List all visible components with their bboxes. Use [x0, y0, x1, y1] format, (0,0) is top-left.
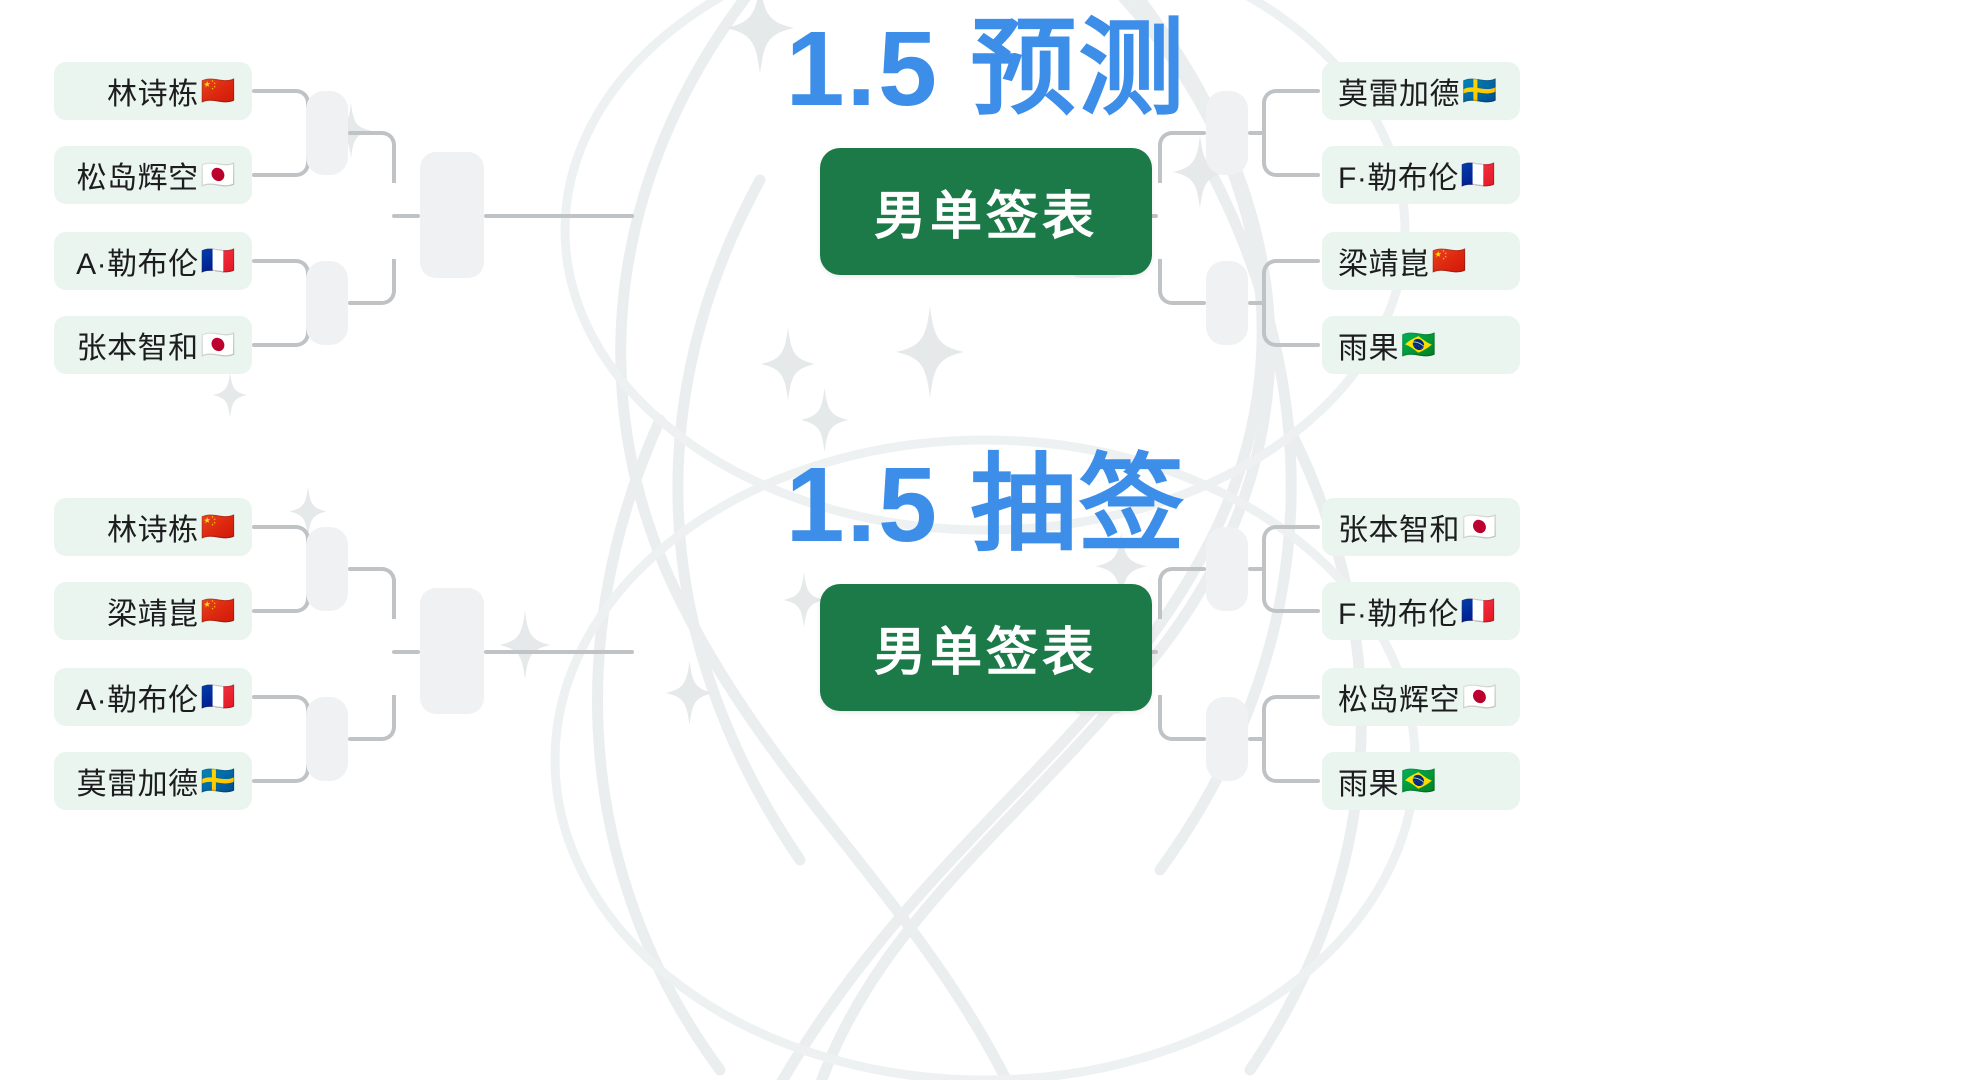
connector-line [252, 343, 286, 347]
bracket-badge-wrap: 男单签表 [0, 148, 1972, 275]
player-pill[interactable]: 雨果 🇧🇷 [1322, 316, 1520, 374]
connector-line [348, 131, 372, 135]
player-pill[interactable]: 梁靖崑 🇨🇳 [54, 582, 252, 640]
player-name: 林诗栋 [107, 78, 199, 111]
player-pill[interactable]: 林诗栋 🇨🇳 [54, 498, 252, 556]
player-name: 雨果 [1338, 332, 1399, 365]
connector-line [1248, 301, 1266, 305]
player-name: 张本智和 [76, 332, 199, 365]
player-name: 梁靖崑 [107, 598, 199, 631]
connector-line [1182, 131, 1206, 135]
france-flag-icon: 🇫🇷 [200, 245, 236, 276]
player-pill[interactable]: 莫雷加德 🇸🇪 [54, 752, 252, 810]
player-name: A·勒布伦 [76, 684, 199, 717]
qf-winner-slot[interactable] [306, 527, 348, 611]
connector-line [1286, 779, 1320, 783]
connector-line [252, 259, 286, 263]
player-pill[interactable]: 张本智和 🇯🇵 [54, 316, 252, 374]
connector-line [348, 301, 372, 305]
connector-line [1248, 567, 1266, 571]
china-flag-icon: 🇨🇳 [200, 511, 236, 542]
connector-line [484, 214, 634, 218]
connector-line [252, 525, 286, 529]
china-flag-icon: 🇨🇳 [200, 595, 236, 626]
player-name: 松岛辉空 [76, 162, 199, 195]
player-pill[interactable]: A·勒布伦 🇫🇷 [54, 668, 252, 726]
player-pill[interactable]: 松岛辉空 🇯🇵 [54, 146, 252, 204]
japan-flag-icon: 🇯🇵 [1462, 511, 1498, 542]
connector-line [252, 89, 286, 93]
connector-line [348, 737, 372, 741]
connector-elbow [370, 131, 396, 183]
connector-line [1182, 567, 1206, 571]
bracket-draw: 林诗栋 🇨🇳 梁靖崑 🇨🇳 A·勒布伦 🇫🇷 莫雷加德 🇸🇪 [0, 452, 1972, 1080]
sweden-flag-icon: 🇸🇪 [200, 765, 236, 796]
player-name: 莫雷加德 [76, 768, 199, 801]
sweden-flag-icon: 🇸🇪 [1462, 75, 1498, 106]
player-name: 雨果 [1338, 768, 1399, 801]
brazil-flag-icon: 🇧🇷 [1401, 765, 1437, 796]
player-name: A·勒布伦 [76, 248, 199, 281]
connector-line [1182, 737, 1206, 741]
brazil-flag-icon: 🇧🇷 [1401, 329, 1437, 360]
bracket-title: 1.5 预测 [785, 10, 1187, 128]
france-flag-icon: 🇫🇷 [200, 681, 236, 712]
event-badge[interactable]: 男单签表 [819, 148, 1152, 275]
japan-flag-icon: 🇯🇵 [1462, 681, 1498, 712]
sf-winner-slot[interactable] [420, 588, 484, 714]
connector-line [1248, 131, 1266, 135]
connector-line [392, 650, 420, 654]
china-flag-icon: 🇨🇳 [1431, 245, 1467, 276]
bracket-header: 1.5 抽签 [0, 452, 1972, 558]
france-flag-icon: 🇫🇷 [1460, 159, 1497, 190]
connector-line [252, 173, 286, 177]
japan-flag-icon: 🇯🇵 [200, 159, 236, 190]
bracket-title: 1.5 抽签 [785, 446, 1187, 564]
connector-line [1248, 737, 1266, 741]
qf-winner-slot[interactable] [306, 261, 348, 345]
france-flag-icon: 🇫🇷 [1460, 595, 1497, 626]
bracket-badge-wrap: 男单签表 [0, 584, 1972, 711]
player-pill[interactable]: 林诗栋 🇨🇳 [54, 62, 252, 120]
connector-line [348, 567, 372, 571]
connector-line [252, 609, 286, 613]
connector-elbow [370, 695, 396, 741]
connector-elbow [370, 567, 396, 619]
connector-line [1286, 343, 1320, 347]
connector-elbow [1262, 301, 1288, 347]
connector-elbow [370, 259, 396, 305]
connector-line [1182, 301, 1206, 305]
qf-winner-slot[interactable] [306, 697, 348, 781]
bracket-header: 1.5 预测 [0, 16, 1972, 122]
player-name: 林诗栋 [107, 514, 199, 547]
connector-line [392, 214, 420, 218]
event-badge[interactable]: 男单签表 [819, 584, 1152, 711]
japan-flag-icon: 🇯🇵 [200, 329, 236, 360]
player-pill[interactable]: 雨果 🇧🇷 [1322, 752, 1520, 810]
sf-winner-slot[interactable] [420, 152, 484, 278]
connector-elbow [1262, 737, 1288, 783]
player-pill[interactable]: A·勒布伦 🇫🇷 [54, 232, 252, 290]
china-flag-icon: 🇨🇳 [200, 75, 236, 106]
connector-line [252, 779, 286, 783]
connector-line [252, 695, 286, 699]
